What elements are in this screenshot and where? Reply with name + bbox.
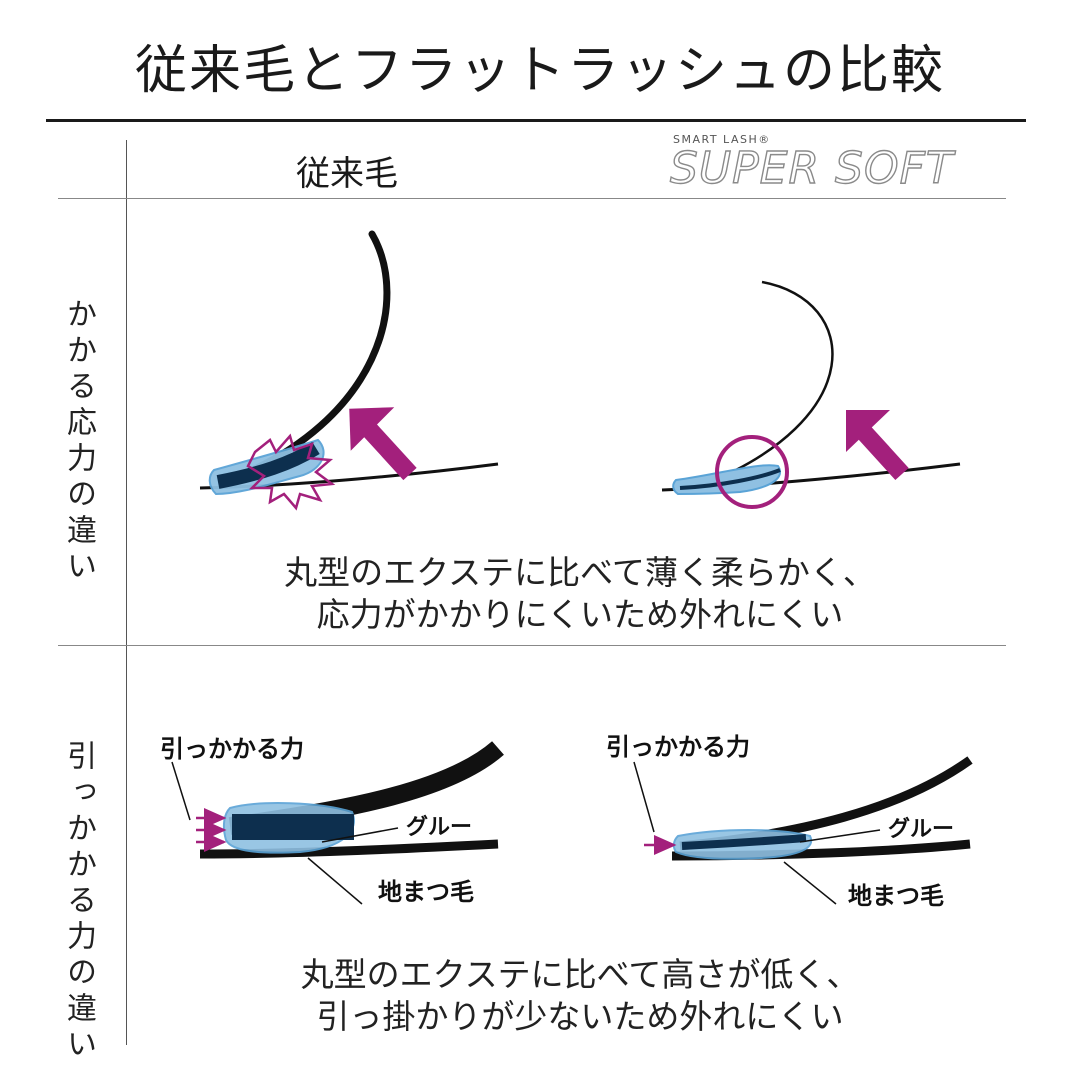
force-label: 引っかかる力 [606, 733, 750, 761]
snag-diagram-super-soft: 引っかかる力 グルー 地まつ毛 [606, 733, 973, 910]
stress-arrow [361, 421, 417, 481]
stress-burst-icon [246, 433, 336, 511]
column-header-conventional: 従来毛 [296, 154, 398, 194]
header-row-divider [58, 198, 1006, 199]
stress-arrow [855, 423, 909, 481]
stress-diagram-super-soft [661, 280, 961, 509]
caption-snag-line-1: 丸型のエクステに比べて高さが低く、 [300, 955, 860, 994]
force-label: 引っかかる力 [160, 735, 304, 763]
highlight-circle [715, 435, 789, 509]
extension-base [679, 468, 781, 490]
caption-snag: 丸型のエクステに比べて高さが低く、 引っ掛かりが少ないため外れにくい [150, 954, 1010, 1038]
glue-blob [672, 464, 781, 496]
caption-stress-line-1: 丸型のエクステに比べて薄く柔らかく、 [284, 553, 876, 592]
natural-lash-label: 地まつ毛 [848, 882, 944, 910]
extension-base [216, 442, 320, 489]
title-divider [46, 119, 1026, 122]
glue-label: グルー [888, 816, 954, 842]
row-label-stress: かかる応力の違い [61, 298, 96, 586]
brand-logo-small: SMART LASH® [673, 133, 771, 146]
extension-base [232, 814, 354, 840]
snag-diagram-conventional: 引っかかる力 グルー 地まつ毛 [160, 735, 504, 906]
brand-logo-super-soft: SUPER SOFT [669, 142, 954, 194]
caption-stress-line-2: 応力がかかりにくいため外れにくい [316, 595, 844, 634]
natural-lash-label: 地まつ毛 [378, 878, 474, 906]
extension-lash [699, 280, 834, 488]
row-divider [58, 645, 1006, 646]
row-label-snag: 引っかかる力の違い [61, 740, 96, 1064]
glue-label: グルー [406, 814, 472, 840]
caption-snag-line-2: 引っ掛かりが少ないため外れにくい [316, 997, 844, 1036]
label-column-divider [126, 140, 127, 1045]
page-title: 従来毛とフラットラッシュの比較 [134, 41, 945, 101]
natural-lash [199, 839, 499, 859]
extension-base [681, 834, 807, 850]
stress-diagram-conventional [199, 230, 499, 511]
caption-stress: 丸型のエクステに比べて薄く柔らかく、 応力がかかりにくいため外れにくい [150, 552, 1010, 636]
